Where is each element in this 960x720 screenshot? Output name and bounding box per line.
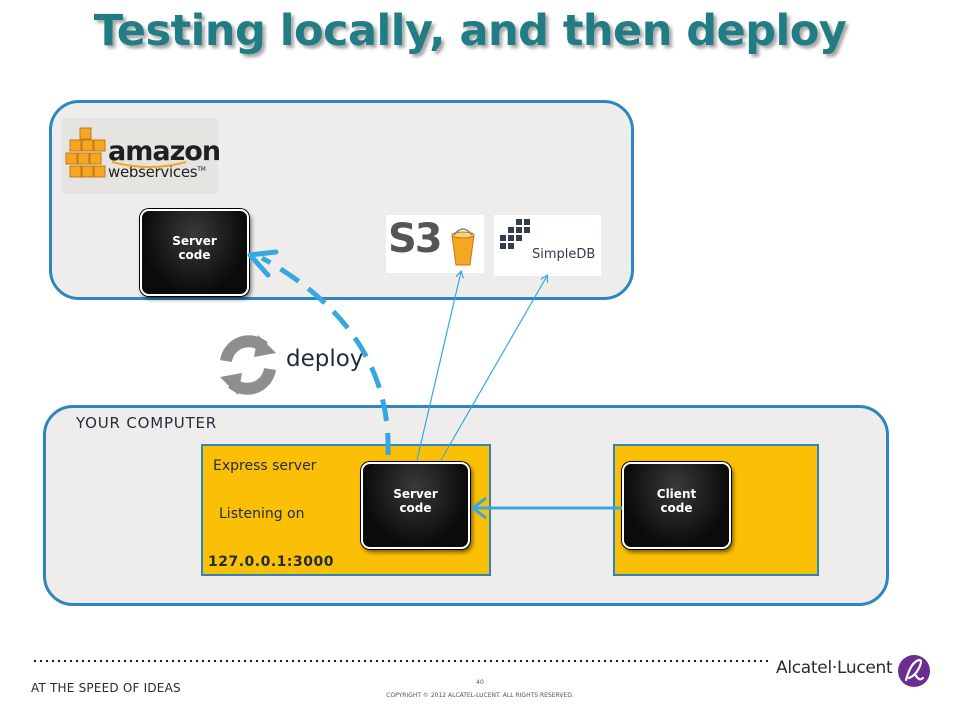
- client-to-server-arrowhead: [471, 496, 487, 520]
- listening-label: Listening on: [219, 506, 305, 522]
- page-number: 40: [476, 679, 484, 686]
- slide-title: Testing locally, and then deploy: [93, 6, 847, 56]
- aws-smile-icon: [111, 161, 187, 168]
- client-code-box[interactable]: Client code: [622, 462, 731, 549]
- brand-name: Alcatel·Lucent: [776, 658, 893, 678]
- local-server-code-box[interactable]: Server code: [361, 462, 470, 549]
- deploy-arrowhead: [247, 249, 279, 278]
- simpledb-connection-arrow: [440, 276, 547, 461]
- footer-tagline: AT THE SPEED OF IDEAS: [31, 681, 181, 695]
- deploy-label: deploy: [286, 346, 364, 372]
- aws-wordmark: amazon: [108, 136, 221, 167]
- alcatel-lucent-logo-icon: [898, 655, 930, 687]
- aws-logo: amazon webservicesTM: [62, 118, 221, 194]
- computer-label: YOUR COMPUTER: [76, 414, 218, 432]
- address-label: 127.0.0.1:3000: [208, 554, 334, 570]
- cloud-server-code-box[interactable]: Server code: [140, 209, 249, 296]
- sync-icon: [220, 335, 276, 395]
- simpledb-cubes-icon: [500, 219, 530, 249]
- copyright-notice: COPYRIGHT © 2012 ALCATEL-LUCENT. ALL RIG…: [386, 692, 574, 699]
- client-code-label: Client code: [656, 486, 697, 515]
- s3-label: S3: [388, 216, 443, 262]
- s3-bucket-icon: [451, 228, 475, 266]
- simpledb-label: SimpleDB: [532, 247, 596, 262]
- express-server-label: Express server: [213, 458, 317, 474]
- s3-logo: S3: [386, 215, 484, 273]
- aws-subtitle: webservicesTM: [108, 163, 206, 181]
- cloud-server-code-label: Server code: [172, 233, 217, 262]
- footer-dotted-rule: [32, 658, 772, 664]
- s3-connection-arrow: [416, 272, 461, 461]
- deploy-arrow: [260, 255, 391, 456]
- simpledb-logo: SimpleDB: [494, 215, 601, 276]
- aws-cubes-icon: [65, 127, 106, 178]
- local-server-code-label: Server code: [393, 486, 438, 515]
